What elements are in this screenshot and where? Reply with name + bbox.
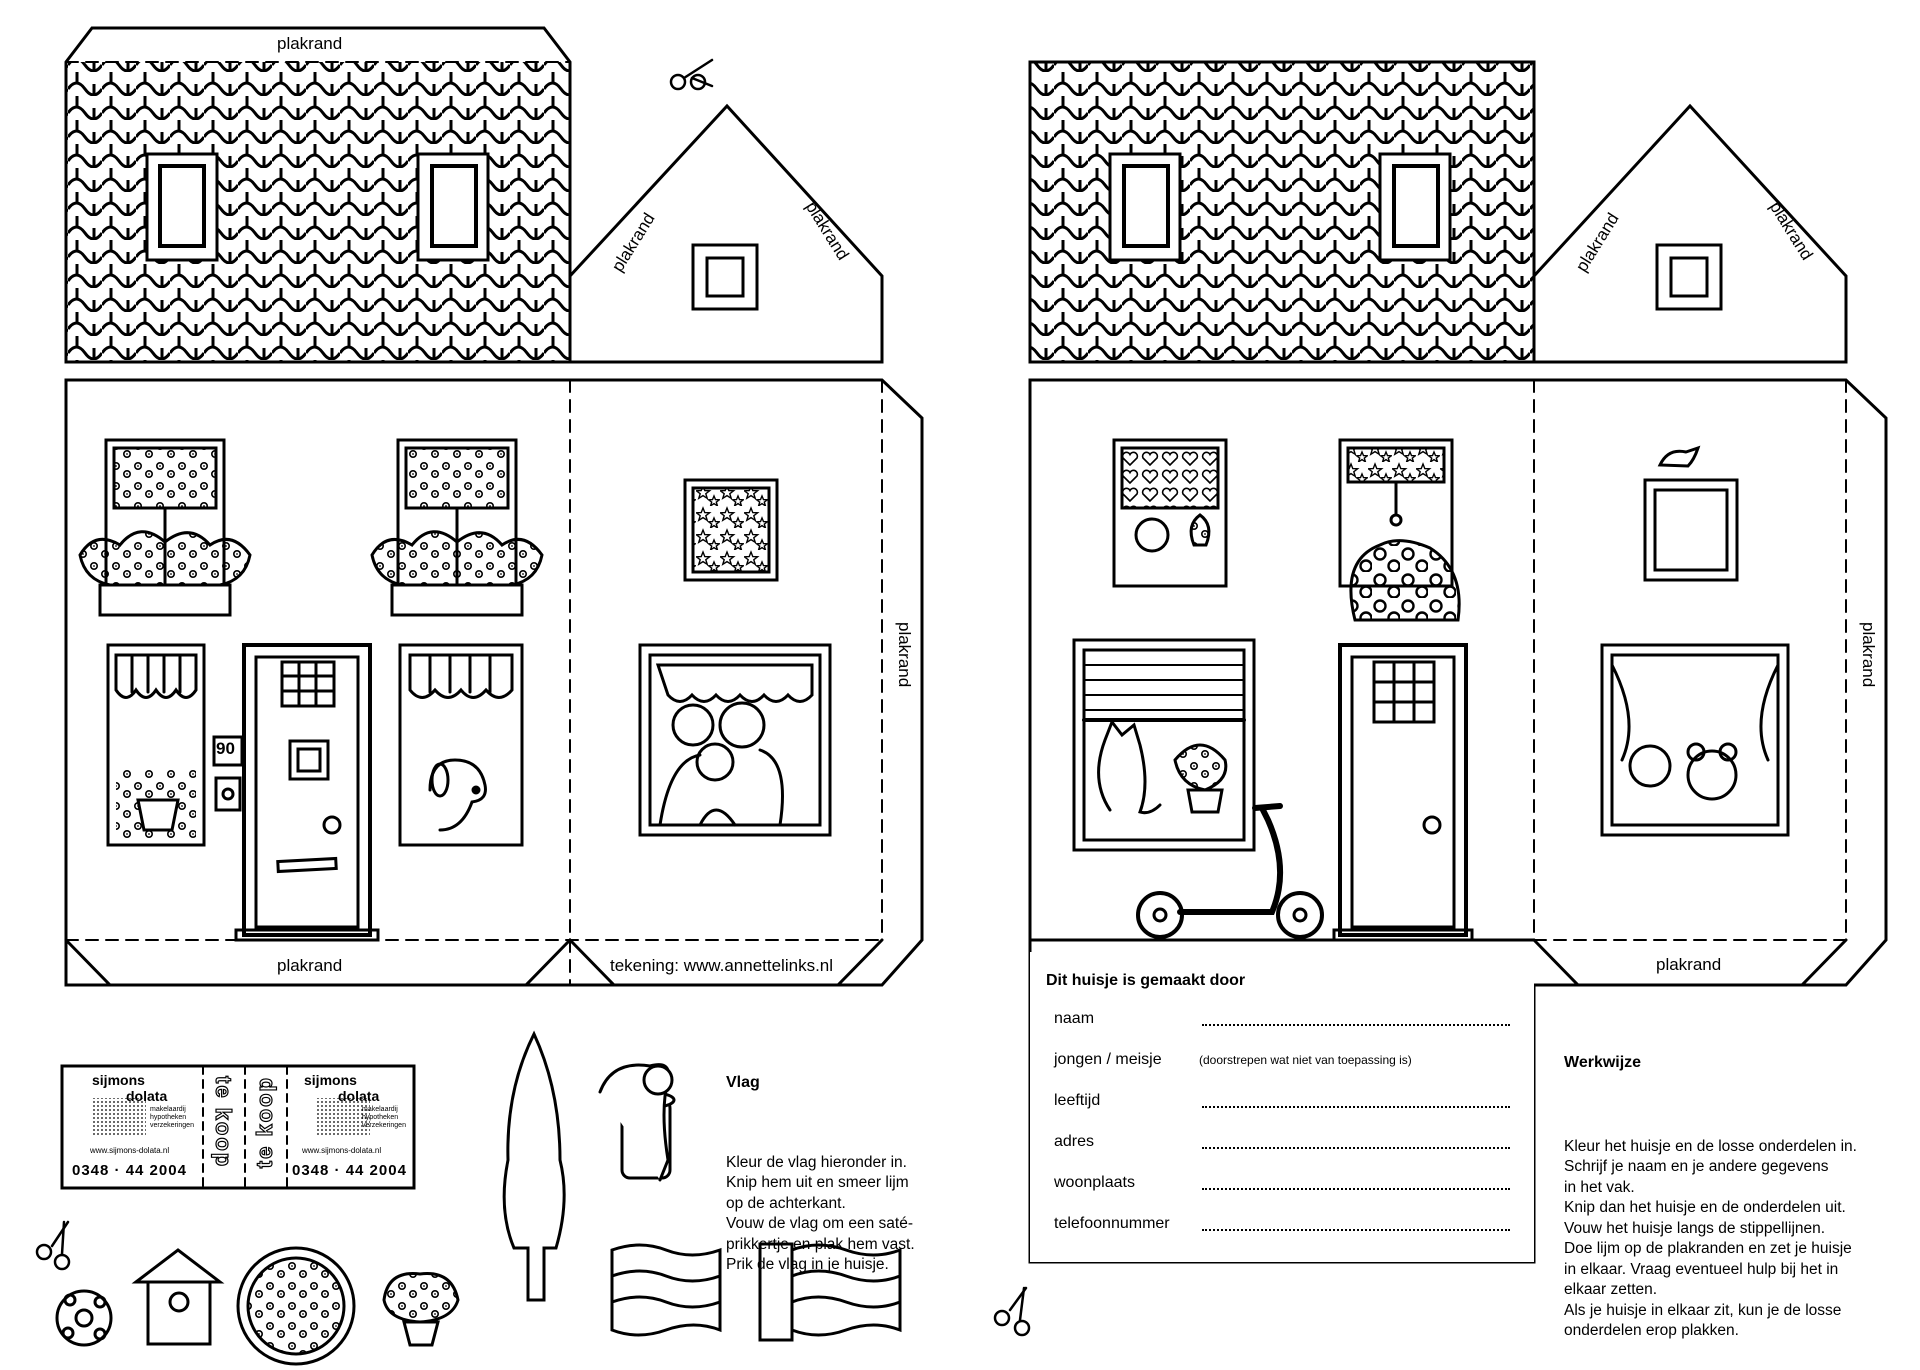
- form-label: jongen / meisje: [1054, 1051, 1162, 1068]
- form-hint: (doorstrepen wat niet van toepassing is): [1199, 1053, 1412, 1067]
- glue-label-side-2: plakrand: [1859, 622, 1878, 688]
- form-title: Dit huisje is gemaakt door: [1046, 972, 1246, 989]
- sign-phone: 0348 · 44 2004: [292, 1162, 407, 1179]
- flag-text: Kleur de vlag hieronder in. Knip hem uit…: [726, 1153, 915, 1274]
- sign-brand-line1: sijmons: [92, 1072, 145, 1088]
- instructions-text: Kleur het huisje en de losse onderdelen …: [1564, 1137, 1857, 1340]
- form-dotted-line: [1202, 1188, 1510, 1190]
- sign-phone: 0348 · 44 2004: [72, 1162, 187, 1179]
- form-dotted-line: [1202, 1024, 1510, 1026]
- tree-outline: [502, 1030, 566, 1302]
- instructions-block: Werkwijze Kleur het huisje en de losse o…: [1564, 1012, 1857, 1362]
- form-row-phone[interactable]: telefoonnummer: [1054, 1215, 1510, 1245]
- sign-subtitle: makelaardij hypotheken verzekeringen: [362, 1106, 406, 1129]
- glue-label-bottom: plakrand: [277, 956, 343, 975]
- form-row-address[interactable]: adres: [1054, 1133, 1510, 1163]
- house-number: 90: [216, 739, 235, 758]
- form-label: naam: [1054, 1010, 1095, 1027]
- form-label: leeftijd: [1054, 1092, 1101, 1109]
- form-row-name[interactable]: naam: [1054, 1010, 1510, 1040]
- form-row-city[interactable]: woonplaats: [1054, 1174, 1510, 1204]
- sign-for-sale-2: te koop: [251, 1075, 277, 1169]
- sign-brand-line1: sijmons: [304, 1072, 357, 1088]
- sign-brand-line2: dolata: [126, 1088, 168, 1104]
- sign-for-sale-1: te koop: [210, 1075, 236, 1169]
- glue-label-bottom-2: plakrand: [1656, 955, 1722, 974]
- form-label: woonplaats: [1054, 1174, 1135, 1191]
- instructions-title: Werkwijze: [1564, 1054, 1642, 1071]
- form-row-gender[interactable]: jongen / meisje (doorstrepen wat niet va…: [1054, 1051, 1510, 1081]
- form-dotted-line: [1202, 1147, 1510, 1149]
- glue-label-side: plakrand: [895, 622, 914, 688]
- sign-url: www.sijmons-dolata.nl: [90, 1146, 170, 1155]
- sign-panel-left: sijmons dolata makelaardij hypotheken ve…: [66, 1070, 200, 1184]
- form-row-age[interactable]: leeftijd: [1054, 1092, 1510, 1122]
- flag-title: Vlag: [726, 1074, 760, 1091]
- artist-credit: tekening: www.annettelinks.nl: [610, 956, 834, 975]
- sign-subtitle: makelaardij hypotheken verzekeringen: [150, 1106, 194, 1129]
- form-dotted-line: [1202, 1106, 1510, 1108]
- sign-url: www.sijmons-dolata.nl: [302, 1146, 382, 1155]
- sign-brand-line2: dolata: [338, 1088, 380, 1104]
- sign-panel-right: sijmons dolata makelaardij hypotheken ve…: [290, 1070, 414, 1184]
- glue-label-roof-top: plakrand: [277, 34, 343, 53]
- form-dotted-line: [1202, 1229, 1510, 1231]
- flag-instructions: Vlag Kleur de vlag hieronder in. Knip he…: [726, 1032, 915, 1296]
- form-label: telefoonnummer: [1054, 1215, 1170, 1232]
- form-label: adres: [1054, 1133, 1095, 1150]
